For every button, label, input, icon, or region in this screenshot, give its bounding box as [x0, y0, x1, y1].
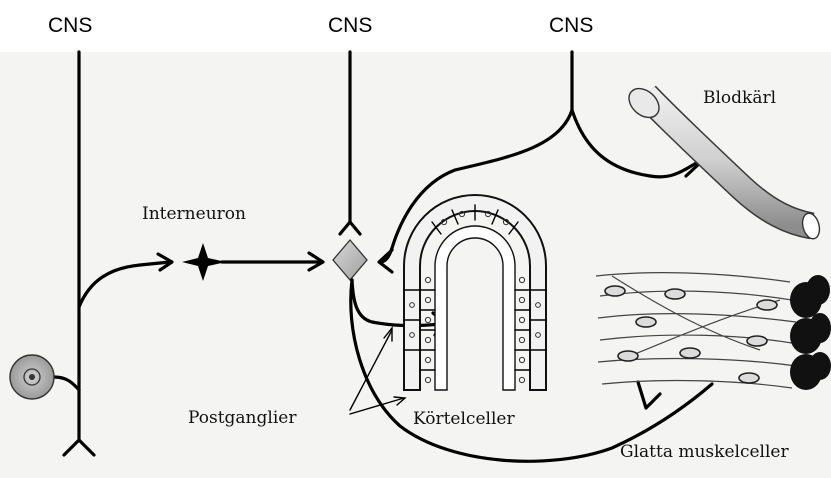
cns-label-right: CNS [549, 14, 593, 37]
cns-label-left: CNS [48, 14, 92, 37]
postganglionic-label: Postganglier [188, 408, 297, 428]
interneuron-label: Interneuron [142, 204, 246, 224]
sensory-neuron-soma [10, 355, 54, 399]
gland-cells-label: Körtelceller [413, 409, 515, 429]
blood-vessel-label: Blodkärl [703, 88, 776, 108]
smooth-muscle-label: Glatta muskelceller [620, 442, 789, 462]
cns-label-middle: CNS [328, 14, 372, 37]
muscle-cut-ends [790, 275, 831, 390]
